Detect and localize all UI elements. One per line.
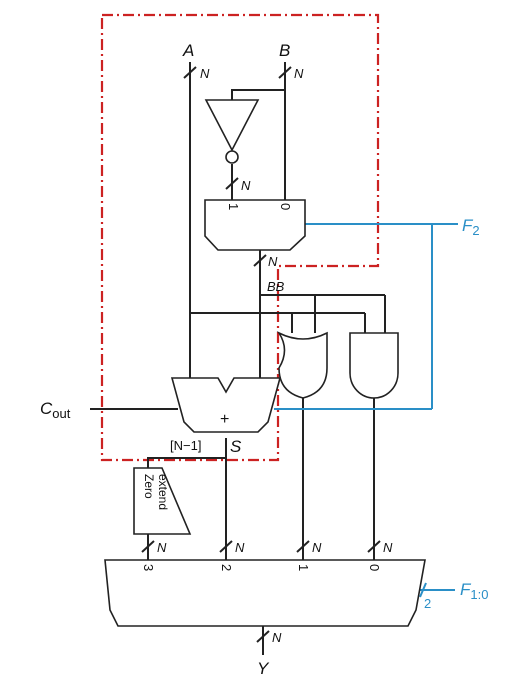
bb-label: BB [267, 279, 285, 294]
or-gate [276, 330, 328, 399]
f10-width-label: 2 [424, 596, 431, 611]
input-b-label: B [279, 41, 290, 60]
f2-label: F2 [462, 216, 480, 238]
out-mux-input-0: 0 [367, 564, 382, 571]
out-mux-input-1: 1 [296, 564, 311, 571]
out-mux-input-2: 2 [219, 564, 234, 571]
svg-text:F2: F2 [462, 216, 480, 238]
and-gate [349, 332, 399, 399]
output-mux [104, 559, 426, 627]
bus-width-mux0: N [383, 540, 393, 555]
out-mux-input-3: 3 [141, 564, 156, 571]
bus-width-mux1: N [312, 540, 322, 555]
svg-text:F1:0: F1:0 [460, 580, 488, 602]
zero-extend-label: Zero extend [142, 474, 170, 510]
bus-width-b: N [294, 66, 304, 81]
output-y-label: Y [257, 659, 270, 678]
output-width-label: N [272, 630, 282, 645]
wires [90, 62, 386, 655]
svg-text:extend: extend [156, 474, 170, 510]
bus-width-mux2: N [235, 540, 245, 555]
bus-width-inverter: N [241, 178, 251, 193]
adder-msb-label: [N−1] [170, 438, 201, 453]
carry-out-label: Cout [40, 399, 71, 421]
bus-width-a: N [200, 66, 210, 81]
bus-width-mux3: N [157, 540, 167, 555]
adder-sum-label: S [230, 437, 242, 456]
bus-slashes [141, 66, 381, 643]
bus-width-bb: N [268, 254, 278, 269]
mux-input-0-label: 0 [278, 203, 293, 210]
b-select-mux [204, 199, 306, 251]
f10-label: F1:0 [460, 580, 488, 602]
control-wires [274, 223, 458, 598]
adder [170, 377, 282, 433]
svg-text:Zero: Zero [142, 474, 156, 499]
adder-subtractor-boundary [100, 13, 380, 462]
svg-text:Cout: Cout [40, 399, 71, 421]
input-a-label: A [182, 41, 194, 60]
zero-extend-block [133, 467, 192, 535]
inverter [204, 99, 260, 164]
mux-input-1-label: 1 [226, 203, 241, 210]
adder-plus: + [220, 411, 229, 428]
